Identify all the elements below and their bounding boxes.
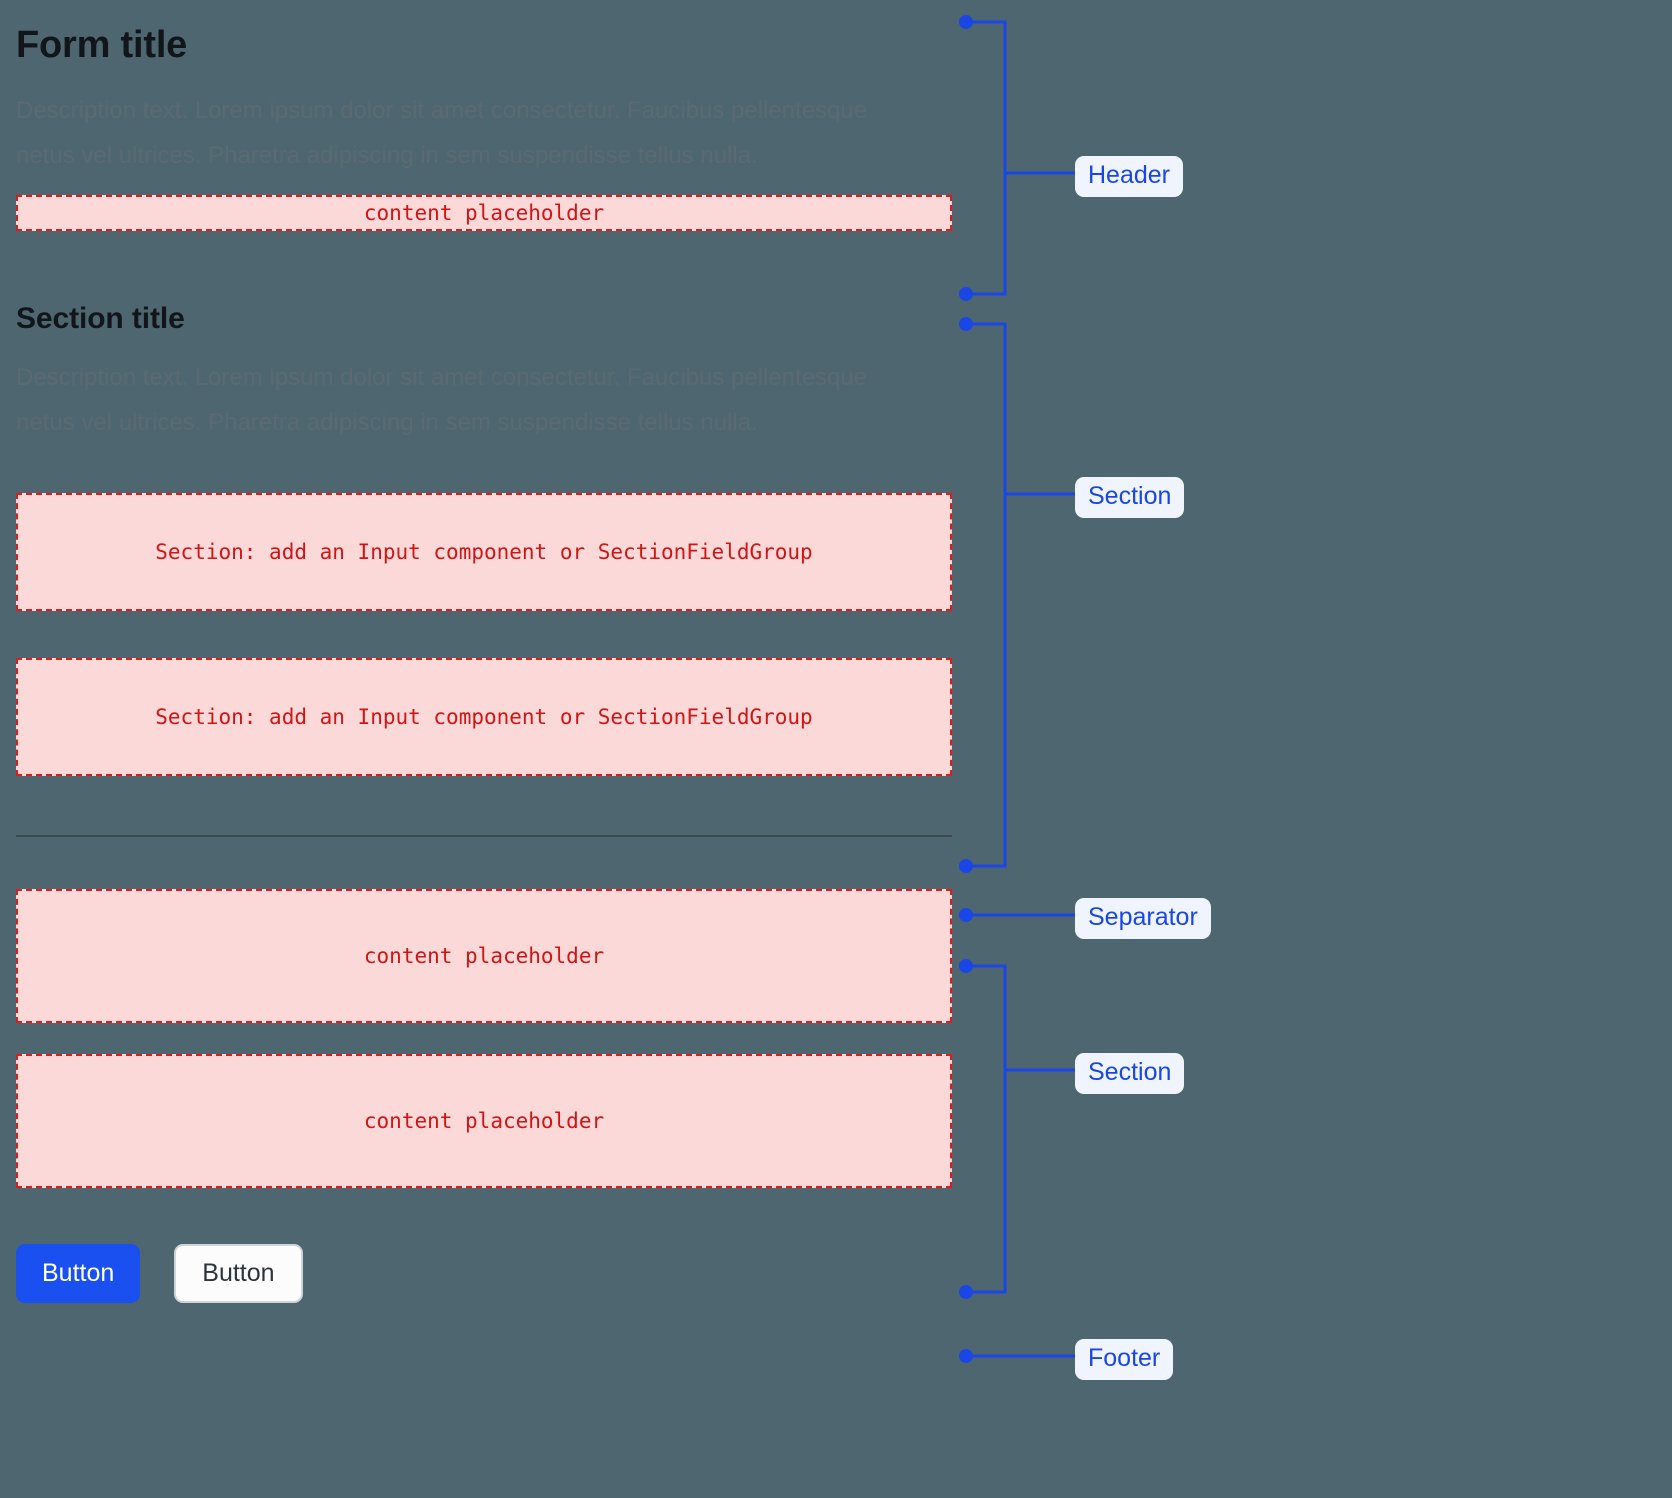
anchor-dot-section-one-end [959, 859, 973, 873]
header-content-placeholder[interactable]: content placeholder [16, 194, 952, 231]
form-header-block: Form title Description text. Lorem ipsum… [16, 24, 952, 231]
anchor-dot-section-two-end [959, 1285, 973, 1299]
form-footer: Button Button [16, 1243, 952, 1303]
annotation-badge-section-one[interactable]: Section [1075, 477, 1185, 518]
anchor-dot-section-one-start [959, 317, 973, 331]
section-one-description: Description text. Lorem ipsum dolor sit … [16, 363, 868, 436]
section-one-bracket [966, 322, 1007, 868]
section-one-field-placeholder-1-label: Section: add an Input component or Secti… [155, 539, 813, 564]
header-bracket [966, 20, 1007, 296]
section-one-field-placeholder-1[interactable]: Section: add an Input component or Secti… [16, 492, 952, 611]
anchor-dot-separator [959, 908, 973, 922]
annotation-badge-section-two[interactable]: Section [1075, 1053, 1185, 1094]
header-content-placeholder-label: content placeholder [363, 200, 605, 225]
header-description: Description text. Lorem ipsum dolor sit … [16, 96, 868, 169]
anchor-dot-footer [959, 1349, 973, 1363]
secondary-button[interactable]: Button [174, 1243, 303, 1303]
page-title: Form title [16, 24, 188, 66]
annotation-badge-header[interactable]: Header [1075, 156, 1183, 197]
form-section-two: content placeholder content placeholder [16, 888, 952, 1188]
anchor-dot-section-two-start [959, 959, 973, 973]
form-section-one: Section title Description text. Lorem ip… [16, 301, 952, 776]
section-two-content-placeholder-1-label: content placeholder [363, 943, 605, 968]
annotation-badge-footer[interactable]: Footer [1075, 1339, 1174, 1380]
section-two-content-placeholder-2-label: content placeholder [363, 1108, 605, 1133]
section-two-content-placeholder-1[interactable]: content placeholder [16, 888, 952, 1023]
separator-divider [16, 834, 952, 837]
section-one-title: Section title [16, 301, 185, 335]
section-one-field-placeholder-2[interactable]: Section: add an Input component or Secti… [16, 657, 952, 776]
annotation-badge-separator[interactable]: Separator [1075, 898, 1211, 939]
section-one-field-placeholder-2-label: Section: add an Input component or Secti… [155, 704, 813, 729]
primary-button[interactable]: Button [16, 1243, 141, 1303]
anchor-dot-header-end [959, 287, 973, 301]
form-column: Form title Description text. Lorem ipsum… [16, 0, 952, 1303]
annotation-anchor-dots [959, 15, 973, 1363]
anchor-dot-header-start [959, 15, 973, 29]
section-two-bracket [966, 964, 1007, 1294]
section-two-content-placeholder-2[interactable]: content placeholder [16, 1053, 952, 1188]
